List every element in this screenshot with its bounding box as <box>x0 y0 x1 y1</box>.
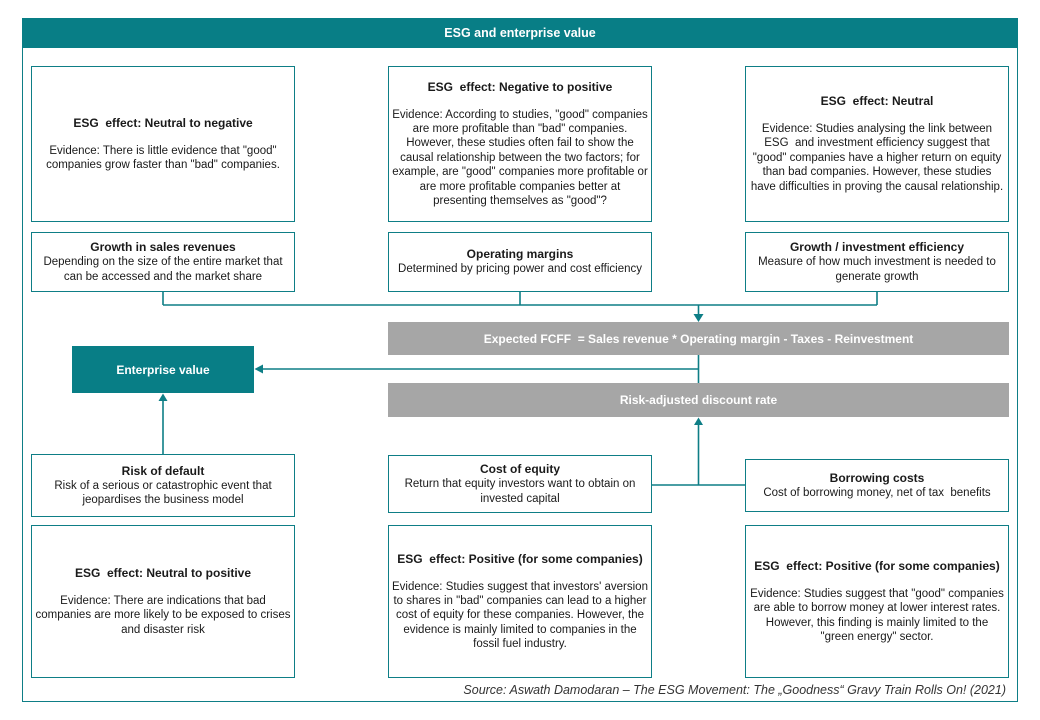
box-body: Depending on the size of the entire mark… <box>43 256 286 283</box>
box-esg-effect-borrowing: ESG effect: Positive (for some companies… <box>745 525 1009 678</box>
bar-label: Risk-adjusted discount rate <box>619 393 778 407</box>
box-body: Measure of how much investment is needed… <box>758 256 1000 283</box>
box-body: Cost of borrowing money, net of tax bene… <box>763 486 991 499</box>
box-esg-effect-growth: ESG effect: Neutral to negative Evidence… <box>31 66 295 222</box>
box-title: ESG effect: Neutral to positive <box>74 565 252 580</box>
box-risk-of-default: Risk of default Risk of a serious or cat… <box>31 454 295 517</box>
box-esg-effect-investment: ESG effect: Neutral Evidence: Studies an… <box>745 66 1009 222</box>
box-title: ESG effect: Neutral to negative <box>73 115 253 130</box>
box-body: Evidence: Studies suggest that investors… <box>392 580 652 651</box>
box-title: Operating margins <box>466 247 574 262</box>
box-title: Borrowing costs <box>829 470 925 485</box>
box-body: Evidence: There is little evidence that … <box>46 144 280 171</box>
box-esg-effect-margins: ESG effect: Negative to positive Evidenc… <box>388 66 652 222</box>
bar-risk-adjusted-discount-rate: Risk-adjusted discount rate <box>388 383 1009 417</box>
box-title: ESG effect: Negative to positive <box>427 79 613 94</box>
page-title: ESG and enterprise value <box>444 26 596 40</box>
bar-label: Expected FCFF = Sales revenue * Operatin… <box>483 331 914 346</box>
box-cost-of-equity: Cost of equity Return that equity invest… <box>388 455 652 513</box>
box-body: Risk of a serious or catastrophic event … <box>54 479 275 506</box>
box-title: ESG effect: Neutral <box>820 94 934 109</box>
box-body: Evidence: Studies analysing the link bet… <box>750 123 1005 193</box>
box-body: Evidence: According to studies, "good" c… <box>392 108 651 207</box>
box-title: ESG effect: Positive (for some companies… <box>397 551 643 566</box>
box-growth-sales-revenues: Growth in sales revenues Depending on th… <box>31 232 295 292</box>
box-body: Evidence: There are indications that bad… <box>35 594 294 636</box>
bar-expected-fcff: Expected FCFF = Sales revenue * Operatin… <box>388 322 1009 355</box>
box-body: Evidence: Studies suggest that "good" co… <box>750 587 1008 643</box>
box-title: Risk of default <box>121 463 205 478</box>
box-title: Cost of equity <box>480 462 560 477</box>
box-esg-effect-default: ESG effect: Neutral to positive Evidence… <box>31 525 295 678</box>
title-bar: ESG and enterprise value <box>22 18 1018 48</box>
box-body: Return that equity investors want to obt… <box>404 478 639 505</box>
box-operating-margins: Operating margins Determined by pricing … <box>388 232 652 292</box>
box-title: ESG effect: Positive (for some companies… <box>754 558 1000 573</box>
box-title: Growth / investment efficiency <box>789 240 965 255</box>
source-note: Source: Aswath Damodaran – The ESG Movem… <box>463 683 1006 697</box>
box-label: Enterprise value <box>116 362 210 377</box>
box-esg-effect-cost-of-equity: ESG effect: Positive (for some companies… <box>388 525 652 678</box>
box-body: Determined by pricing power and cost eff… <box>398 263 642 276</box>
box-growth-investment-efficiency: Growth / investment efficiency Measure o… <box>745 232 1009 292</box>
box-title: Growth in sales revenues <box>90 240 236 255</box>
box-borrowing-costs: Borrowing costs Cost of borrowing money,… <box>745 459 1009 512</box>
box-enterprise-value: Enterprise value <box>72 346 254 393</box>
